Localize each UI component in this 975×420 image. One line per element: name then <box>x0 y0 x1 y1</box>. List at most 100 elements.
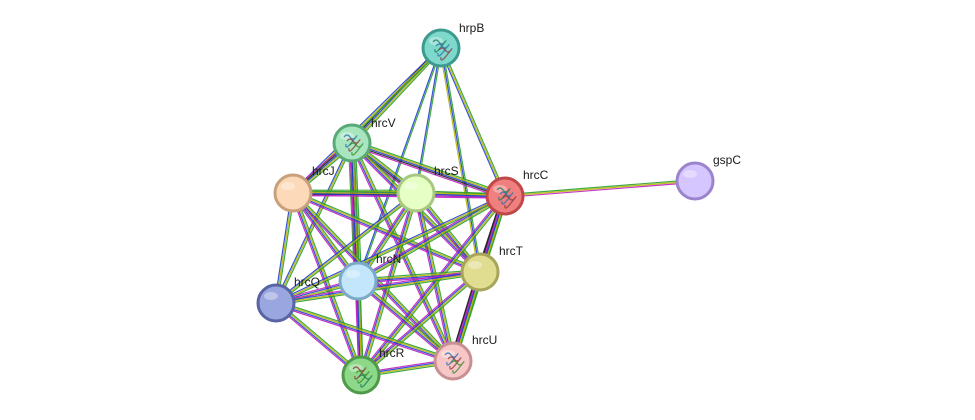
node-circle[interactable] <box>460 252 500 292</box>
edge-line <box>351 143 505 198</box>
node-label-hrcU: hrcU <box>472 333 497 347</box>
edge-line <box>358 196 506 283</box>
edge-line <box>361 196 507 376</box>
edge-line <box>439 48 505 197</box>
edge-hrcV-hrcC[interactable] <box>350 139 507 200</box>
node-hrpB[interactable]: hrpB <box>421 21 484 68</box>
edge-hrpB-hrcN[interactable] <box>356 47 443 282</box>
edge-line <box>352 139 507 194</box>
node-label-hrcC: hrcC <box>523 168 549 182</box>
node-label-hrcT: hrcT <box>499 244 524 258</box>
edge-hrcN-hrcU[interactable] <box>356 278 455 364</box>
protein-structure-icon <box>343 134 364 156</box>
node-highlight <box>468 261 482 269</box>
node-hrcN[interactable]: hrcN <box>338 252 401 301</box>
node-highlight <box>404 182 418 190</box>
protein-structure-icon <box>432 39 453 61</box>
node-highlight <box>683 170 697 178</box>
node-hrcC[interactable]: hrcC <box>485 168 549 216</box>
edge-line <box>353 49 443 145</box>
edge-hrpB-hrcC[interactable] <box>439 47 507 197</box>
edge-line <box>358 48 443 282</box>
edge-line <box>362 196 508 377</box>
edge-hrcJ-hrcR[interactable] <box>290 192 364 376</box>
edge-line <box>505 181 696 198</box>
edge-line <box>441 47 507 196</box>
edge-line <box>290 193 360 376</box>
edge-hrcC-gspC[interactable] <box>504 179 696 198</box>
node-hrcS[interactable]: hrcS <box>396 164 459 213</box>
node-label-hrcQ: hrcQ <box>294 275 320 289</box>
protein-structure-icon <box>444 352 465 374</box>
node-circle[interactable] <box>675 161 715 201</box>
edge-line <box>356 282 453 364</box>
nodes-layer: hrpB hrcV hrcJ hrcS hrcC gspC hrcN hrcT hrcQ hrcU… <box>256 21 741 395</box>
edge-line <box>504 180 696 197</box>
edge-line <box>358 192 415 375</box>
edge-line <box>276 301 454 361</box>
node-circle[interactable] <box>396 173 436 213</box>
node-hrcT[interactable]: hrcT <box>460 244 524 292</box>
edge-line <box>359 269 480 374</box>
edge-hrcT-hrcR[interactable] <box>359 269 482 378</box>
edge-line <box>357 281 453 362</box>
edge-line <box>276 273 481 306</box>
edge-line <box>351 142 506 197</box>
edge-line <box>276 272 481 305</box>
edges-layer <box>274 46 696 378</box>
edge-line <box>358 278 455 360</box>
edge-line <box>358 197 507 284</box>
edge-line <box>354 142 363 281</box>
node-hrcQ[interactable]: hrcQ <box>256 275 320 323</box>
edge-line <box>293 191 481 272</box>
protein-structure-icon <box>496 187 517 209</box>
node-highlight <box>281 182 295 190</box>
edge-line <box>292 193 480 274</box>
edge-hrcC-hrcR[interactable] <box>358 194 508 377</box>
edge-line <box>504 179 695 196</box>
edge-line <box>275 194 505 303</box>
edge-hrcS-hrcQ[interactable] <box>274 191 418 305</box>
edge-hrcQ-hrcU[interactable] <box>275 300 454 364</box>
edge-line <box>357 269 480 280</box>
edge-line <box>275 304 453 364</box>
edge-line <box>358 194 504 375</box>
node-label-hrcR: hrcR <box>379 346 405 360</box>
edge-hrcT-hrcQ[interactable] <box>275 269 481 306</box>
node-hrcU[interactable]: hrcU <box>433 333 497 381</box>
edge-line <box>276 193 418 305</box>
edge-line <box>440 47 506 197</box>
edge-line <box>293 192 363 375</box>
edge-line <box>294 192 364 375</box>
node-circle[interactable] <box>273 173 313 213</box>
node-gspC[interactable]: gspC <box>675 153 741 201</box>
edge-line <box>291 193 361 376</box>
edge-line <box>293 190 482 271</box>
edge-line <box>275 303 453 363</box>
edge-line <box>275 192 417 304</box>
node-highlight <box>346 270 360 278</box>
edge-line <box>358 280 454 361</box>
node-label-hrcV: hrcV <box>371 116 396 130</box>
protein-structure-icon <box>352 366 373 388</box>
edge-line <box>352 141 506 196</box>
node-circle[interactable] <box>256 283 296 323</box>
edge-line <box>350 145 505 200</box>
edge-line <box>276 196 506 305</box>
edge-line <box>361 272 481 376</box>
edge-line <box>275 270 480 303</box>
edge-line <box>356 47 441 281</box>
edge-line <box>350 143 453 362</box>
edge-line <box>360 271 480 375</box>
node-label-hrcN: hrcN <box>376 252 401 266</box>
edge-hrcC-hrcQ[interactable] <box>275 194 506 305</box>
edge-line <box>276 300 454 360</box>
node-hrcV[interactable]: hrcV <box>332 116 396 163</box>
node-circle[interactable] <box>338 261 378 301</box>
edge-line <box>352 142 455 361</box>
node-label-hrcJ: hrcJ <box>312 164 335 178</box>
node-hrcR[interactable]: hrcR <box>341 346 405 395</box>
node-hrcJ[interactable]: hrcJ <box>273 164 335 213</box>
edge-line <box>359 195 505 375</box>
